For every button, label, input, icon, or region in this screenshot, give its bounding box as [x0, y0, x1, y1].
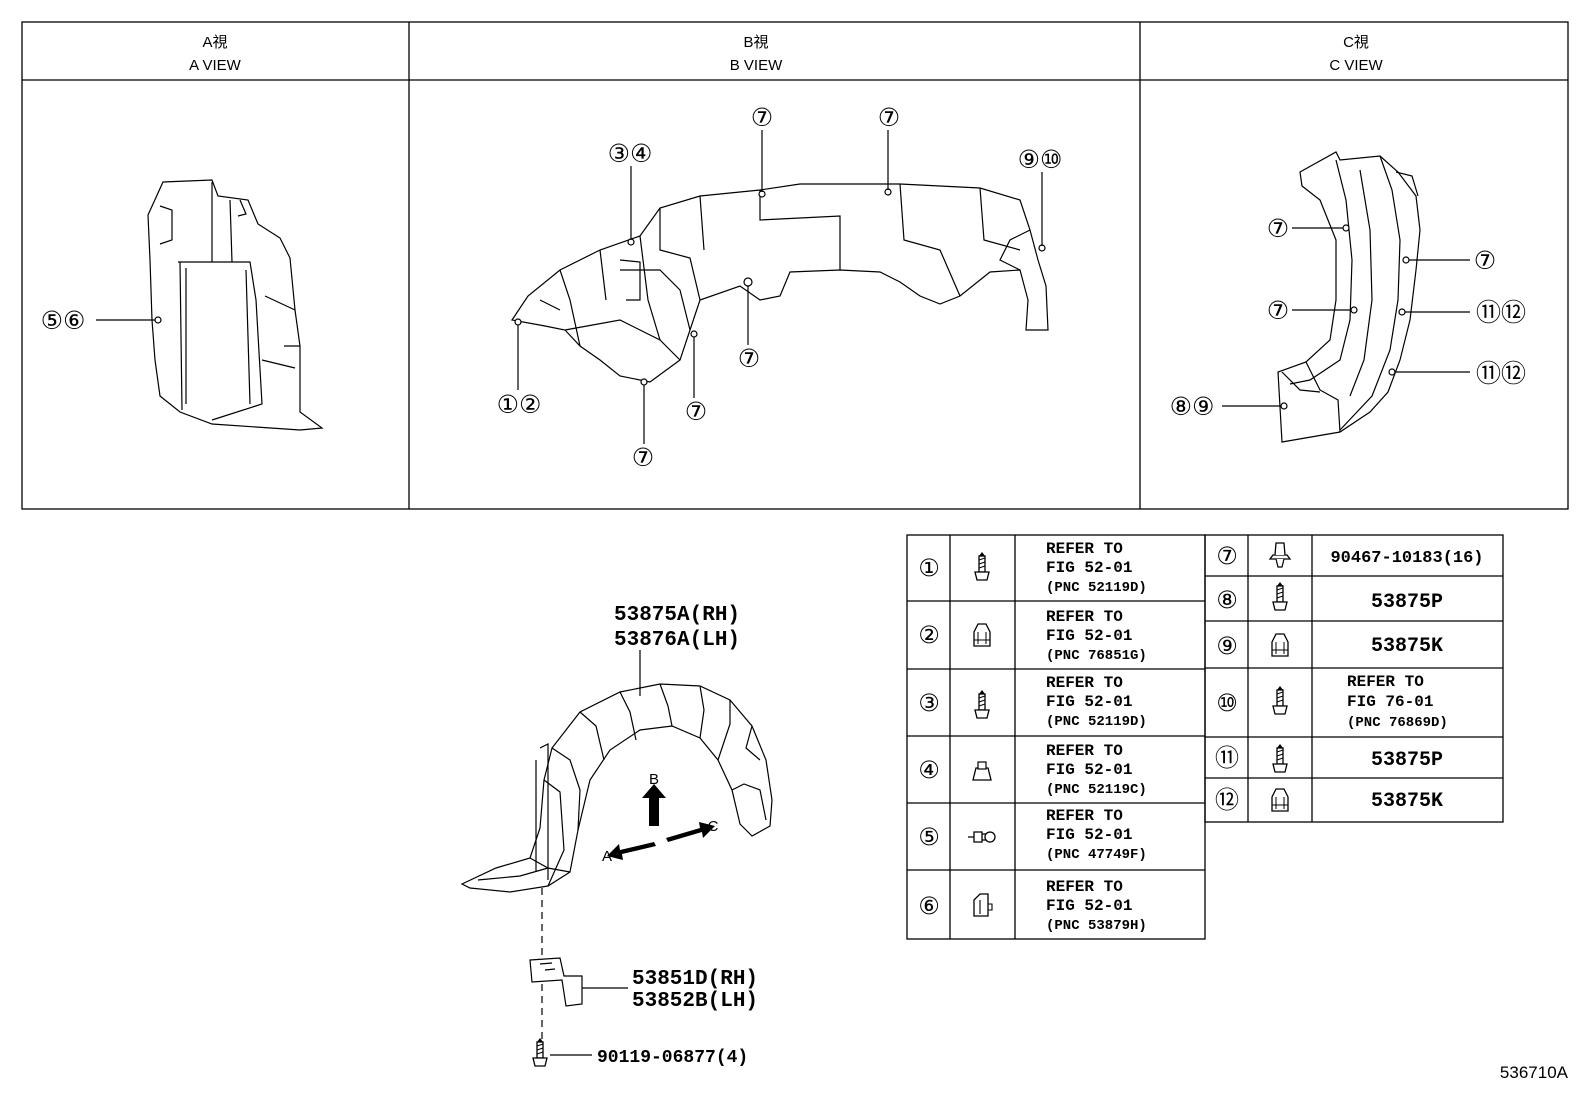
retainer-icon — [973, 893, 993, 917]
b-view-callout-7-top-left: ⑦ — [751, 103, 773, 132]
right-table-ref-10-line2: FIG 76-01 — [1347, 693, 1433, 711]
nut-icon — [972, 761, 992, 781]
c-view-callout-7-upper-left: ⑦ — [1267, 214, 1289, 243]
right-fastener-table — [1204, 534, 1504, 823]
clip-nut-icon — [973, 623, 991, 647]
left-table-ref-4-line2: FIG 52-01 — [1046, 761, 1132, 779]
c-view-fastener-points — [1280, 224, 1410, 410]
b-view-callout-7-bottom: ⑦ — [632, 443, 654, 472]
view-panels — [21, 21, 1569, 510]
part-number-liner-lh: 53876A(LH) — [614, 629, 740, 652]
screw-icon — [1272, 685, 1288, 715]
left-table-ref-5-line3: (PNC 47749F) — [1046, 847, 1147, 863]
left-table-ref-1-line3: (PNC 52119D) — [1046, 580, 1147, 596]
left-table-ref-2-line1: REFER TO — [1046, 608, 1123, 626]
b-view-callout-7-lower: ⑦ — [685, 397, 707, 426]
right-table-part-7: 90467-10183(16) — [1330, 549, 1483, 568]
bolt-icon — [532, 1037, 548, 1067]
left-table-ref-5-line2: FIG 52-01 — [1046, 826, 1132, 844]
c-view-callout-8-9: ⑧⑨ — [1170, 392, 1215, 421]
left-table-ref-4-line3: (PNC 52119C) — [1046, 782, 1147, 798]
left-table-ref-6-line3: (PNC 53879H) — [1046, 918, 1147, 934]
screw-icon — [1272, 743, 1288, 773]
right-table-ref-10-line3: (PNC 76869D) — [1347, 715, 1448, 731]
right-table-ref-10-line1: REFER TO — [1347, 673, 1424, 691]
left-table-ref-2-line3: (PNC 76851G) — [1046, 648, 1147, 664]
left-table-num-3: ③ — [918, 689, 940, 717]
right-table-num-12: ⑫ — [1215, 786, 1239, 814]
left-table-ref-3-line3: (PNC 52119D) — [1046, 714, 1147, 730]
right-table-num-11: ⑪ — [1215, 744, 1239, 772]
b-view-callout-3-4: ③④ — [608, 139, 653, 168]
a-view-liner-drawing — [147, 179, 324, 431]
clip-nut-icon — [1271, 788, 1289, 812]
left-table-num-1: ① — [918, 554, 940, 582]
fender-liner-drawing — [460, 683, 773, 893]
b-view-callout-7-mid: ⑦ — [738, 344, 760, 373]
c-view-liner-drawing — [1277, 151, 1421, 443]
right-table-part-11: 53875P — [1371, 749, 1443, 772]
right-table-num-8: ⑧ — [1216, 586, 1238, 614]
b-view-leader-lines — [517, 130, 1043, 444]
push-clip-icon — [1269, 542, 1291, 568]
a-view-jp-label: A視 — [202, 34, 227, 51]
bracket-drawing — [529, 957, 583, 1007]
part-number-bolt: 90119-06877(4) — [597, 1048, 748, 1068]
view-direction-arrows — [607, 784, 715, 860]
left-table-ref-6-line2: FIG 52-01 — [1046, 897, 1132, 915]
c-view-callout-7-right: ⑦ — [1474, 246, 1496, 275]
figure-id: 536710A — [1500, 1063, 1569, 1082]
arrow-label-c: C — [708, 818, 719, 835]
left-table-num-4: ④ — [918, 756, 940, 784]
screw-icon — [1272, 581, 1288, 611]
b-view-jp-label: B視 — [743, 34, 768, 51]
screw-icon — [974, 689, 990, 719]
left-table-ref-1-line2: FIG 52-01 — [1046, 559, 1132, 577]
part-number-bracket-rh: 53851D(RH) — [632, 968, 758, 991]
c-view-callout-11-12-lower: ⑪⑫ — [1476, 359, 1526, 388]
c-view-callout-11-12-upper: ⑪⑫ — [1476, 298, 1526, 327]
left-table-num-6: ⑥ — [918, 892, 940, 920]
c-view-leader-lines — [1222, 227, 1470, 407]
left-table-ref-4-line1: REFER TO — [1046, 742, 1123, 760]
b-view-en-label: B VIEW — [730, 57, 783, 74]
a-view-en-label: A VIEW — [189, 57, 242, 74]
left-table-ref-3-line2: FIG 52-01 — [1046, 693, 1132, 711]
part-number-bracket-lh: 53852B(LH) — [632, 990, 758, 1013]
part-number-liner-rh: 53875A(RH) — [614, 604, 740, 627]
right-table-num-10: ⑩ — [1216, 689, 1238, 717]
right-table-num-7: ⑦ — [1216, 542, 1238, 570]
right-table-num-9: ⑨ — [1216, 632, 1238, 660]
c-view-en-label: C VIEW — [1329, 57, 1383, 74]
clip-icon — [967, 831, 996, 843]
clip-nut-icon — [1271, 633, 1289, 657]
left-table-num-2: ② — [918, 621, 940, 649]
c-view-jp-label: C視 — [1343, 34, 1369, 51]
a-view-callout-5-6: ⑤⑥ — [41, 306, 86, 335]
right-table-part-9: 53875K — [1371, 635, 1443, 658]
right-table-part-12: 53875K — [1371, 790, 1443, 813]
left-table-num-5: ⑤ — [918, 823, 940, 851]
b-view-callout-1-2: ①② — [497, 390, 542, 419]
b-view-callout-7-top-right: ⑦ — [878, 103, 900, 132]
b-view-liner-drawing — [510, 183, 1049, 383]
b-view-callout-9-10: ⑨⑩ — [1018, 145, 1063, 174]
left-table-ref-1-line1: REFER TO — [1046, 540, 1123, 558]
c-view-callout-7-mid-left: ⑦ — [1267, 296, 1289, 325]
arrow-label-b: B — [649, 771, 659, 788]
left-table-ref-2-line2: FIG 52-01 — [1046, 627, 1132, 645]
left-table-ref-3-line1: REFER TO — [1046, 674, 1123, 692]
right-table-part-8: 53875P — [1371, 591, 1443, 614]
arrow-label-a: A — [602, 848, 612, 865]
left-table-ref-6-line1: REFER TO — [1046, 878, 1123, 896]
screw-icon — [974, 551, 990, 581]
left-table-ref-5-line1: REFER TO — [1046, 807, 1123, 825]
